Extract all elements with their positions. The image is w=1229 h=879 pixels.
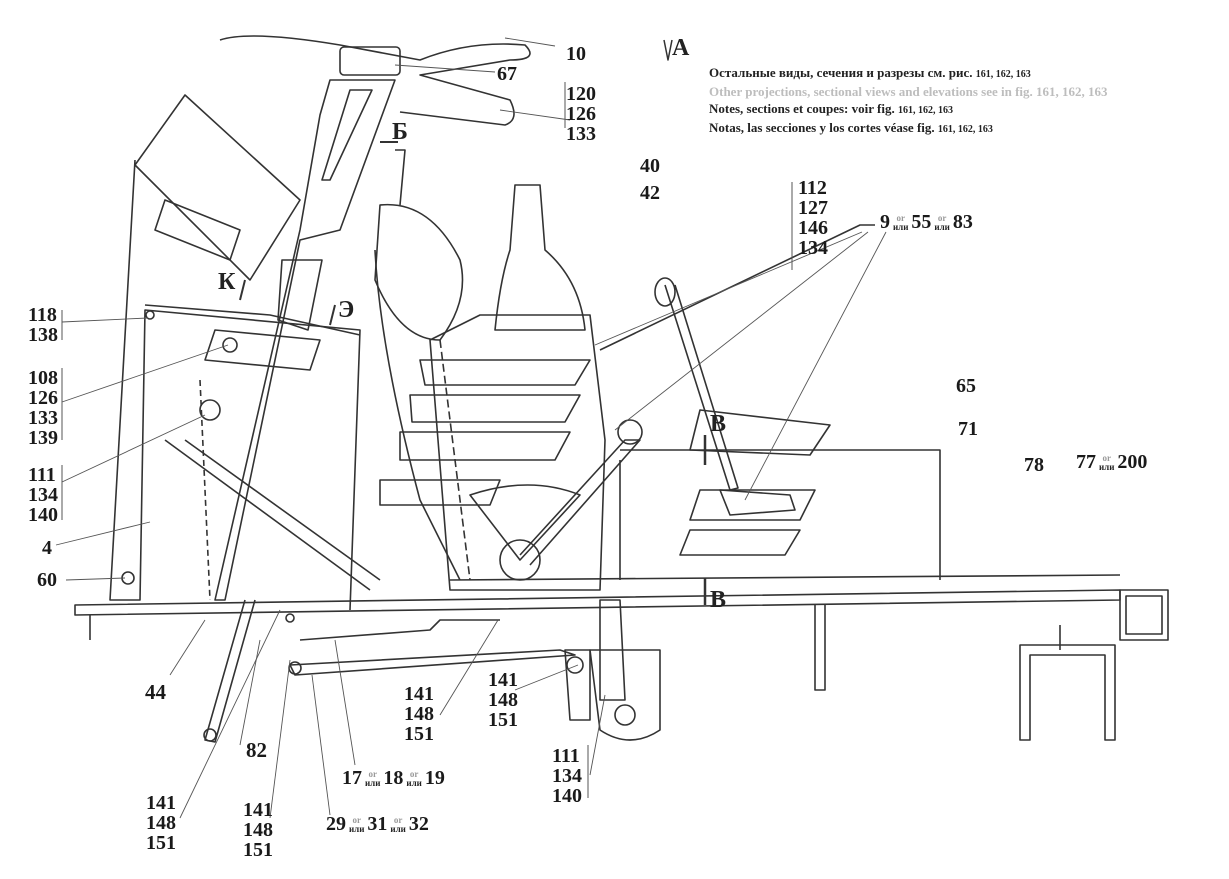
- dial-sector: [469, 484, 581, 561]
- part-label: 40: [640, 155, 660, 177]
- note-fr: Notes, sections et coupes: voir fig. 161…: [709, 101, 953, 116]
- control-boot: [494, 184, 586, 331]
- cab-frame: [109, 159, 361, 611]
- gear-boot: [374, 203, 464, 341]
- part-label: 4: [42, 537, 52, 559]
- linkage: [285, 599, 661, 741]
- view-a-marker: А: [672, 35, 690, 61]
- part-label: 42: [640, 182, 660, 204]
- view-k-marker: К: [218, 269, 236, 295]
- note-en: Other projections, sectional views and e…: [709, 84, 1108, 99]
- section-v-bottom-marker: В: [710, 587, 727, 613]
- note-es: Notas, las secciones y los cortes véase …: [709, 120, 993, 135]
- steering-wheel-rim: [219, 35, 531, 126]
- steering-hub: [339, 46, 401, 76]
- notes-block: Остальные виды, сечения и разрезы см. ри…: [709, 64, 1108, 138]
- view-b-marker: Б: [392, 119, 408, 145]
- right-lever: [664, 284, 739, 491]
- main-lever: [519, 439, 641, 566]
- base-plate: [74, 589, 1121, 616]
- steering-column: [214, 79, 396, 601]
- part-label: 67: [497, 63, 517, 85]
- part-label: 78: [1024, 454, 1044, 476]
- part-label: 60: [37, 569, 57, 591]
- view-e-marker: Э: [338, 297, 355, 323]
- part-label: 65: [956, 375, 976, 397]
- pedal-rod: [204, 599, 256, 743]
- section-v-top-marker: В: [710, 411, 727, 437]
- square-tube: [1119, 589, 1169, 641]
- part-label: 10: [566, 43, 586, 65]
- part-label: 71: [958, 418, 978, 440]
- plates: [379, 359, 591, 506]
- part-label: 44: [145, 680, 166, 704]
- note-ru: Остальные виды, сечения и разрезы см. ри…: [709, 65, 1031, 80]
- tilted-panel: [134, 94, 301, 281]
- part-label: 82: [246, 738, 267, 762]
